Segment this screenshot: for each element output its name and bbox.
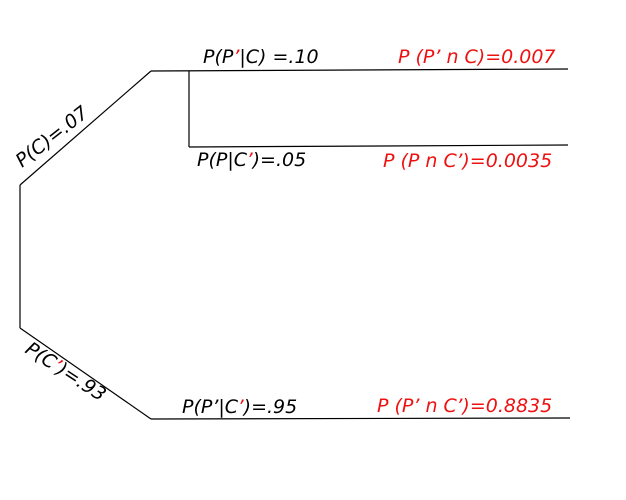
edge-c-comp-horizontal [150,417,571,420]
complement-mark: ’ [247,149,254,171]
joint-label-p-pcomp-and-ccomp: P (P’ n C’)=0.8835 [377,395,552,417]
tree-edges [19,68,571,420]
edge-to-c-comp [19,327,152,420]
conditional-label-p-p-given-ccomp: P(P|C’)=.05 [197,149,306,171]
conditional-label-p-pcomp-given-c: P(P’|C) =.10 [203,46,319,68]
edge-to-c [19,70,152,186]
conditional-label-p-pcomp-given-ccomp: P(P’|C’)=.95 [182,396,297,418]
joint-label-p-pcomp-and-c: P (P’ n C)=0.007 [398,46,556,68]
edge-c-lower-branch [188,144,569,148]
edge-c-horizontal [150,68,569,72]
complement-mark: ’ [238,396,245,418]
complement-mark: ’ [233,46,240,68]
branch-label-p-c: P(C)=.07 [12,102,93,172]
branch-label-p-c-complement: P(C’)=.93 [21,338,110,406]
joint-label-p-p-and-ccomp: P (P n C’)=0.0035 [383,150,552,172]
